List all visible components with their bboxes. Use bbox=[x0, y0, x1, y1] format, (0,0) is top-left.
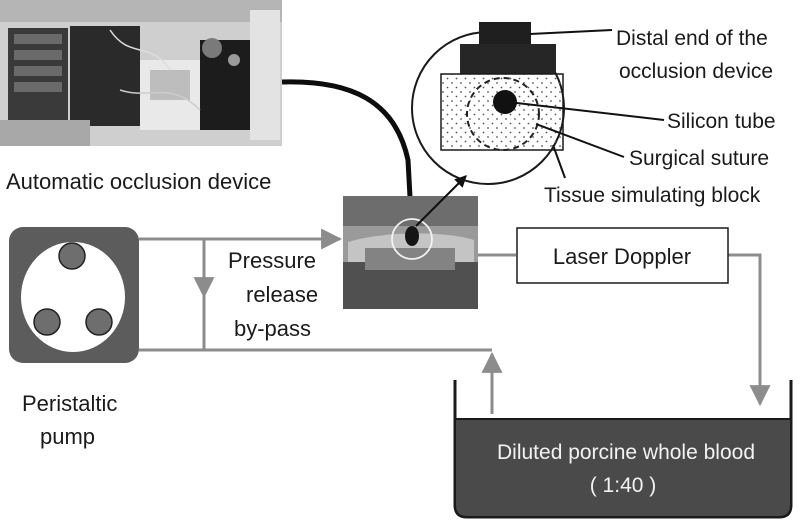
callout-distal-end-line2: occlusion device bbox=[619, 60, 773, 83]
callout-distal-end-line1: Distal end of the bbox=[616, 27, 768, 50]
surgical-suture bbox=[466, 77, 540, 151]
tubing bbox=[139, 228, 771, 414]
laser-doppler-box bbox=[516, 227, 729, 284]
pump-roller-right bbox=[85, 308, 113, 336]
occlusion-device-label: Automatic occlusion device bbox=[6, 169, 271, 194]
reservoir-label-line1: Diluted porcine whole blood bbox=[497, 441, 755, 464]
pressure-release-line3: by-pass bbox=[234, 316, 311, 341]
pressure-release-line1: Pressure bbox=[228, 248, 316, 273]
reservoir-label-line2: ( 1:40 ) bbox=[590, 474, 657, 497]
pressure-release-line2: release bbox=[246, 282, 318, 307]
callout-silicon-tube: Silicon tube bbox=[667, 110, 776, 133]
pump-roller-left bbox=[33, 308, 61, 336]
distal-end-base bbox=[460, 44, 556, 74]
control-cable bbox=[281, 79, 413, 198]
occlusion-device-photo bbox=[0, 0, 282, 146]
pump-roller-top bbox=[58, 242, 86, 270]
sample-photo bbox=[343, 196, 478, 309]
laser-doppler-label: Laser Doppler bbox=[553, 244, 691, 269]
blood-reservoir bbox=[453, 380, 793, 519]
callout-tissue-block: Tissue simulating block bbox=[544, 184, 761, 207]
zoom-inset bbox=[411, 22, 565, 185]
distal-end-top bbox=[479, 22, 531, 44]
peristaltic-pump bbox=[9, 227, 139, 363]
callout-surgical-suture: Surgical suture bbox=[629, 147, 769, 170]
pump-label-line1: Peristaltic bbox=[22, 391, 117, 416]
zoom-pointer bbox=[415, 175, 467, 227]
silicon-tube bbox=[493, 90, 517, 114]
pump-label-line2: pump bbox=[40, 424, 95, 449]
